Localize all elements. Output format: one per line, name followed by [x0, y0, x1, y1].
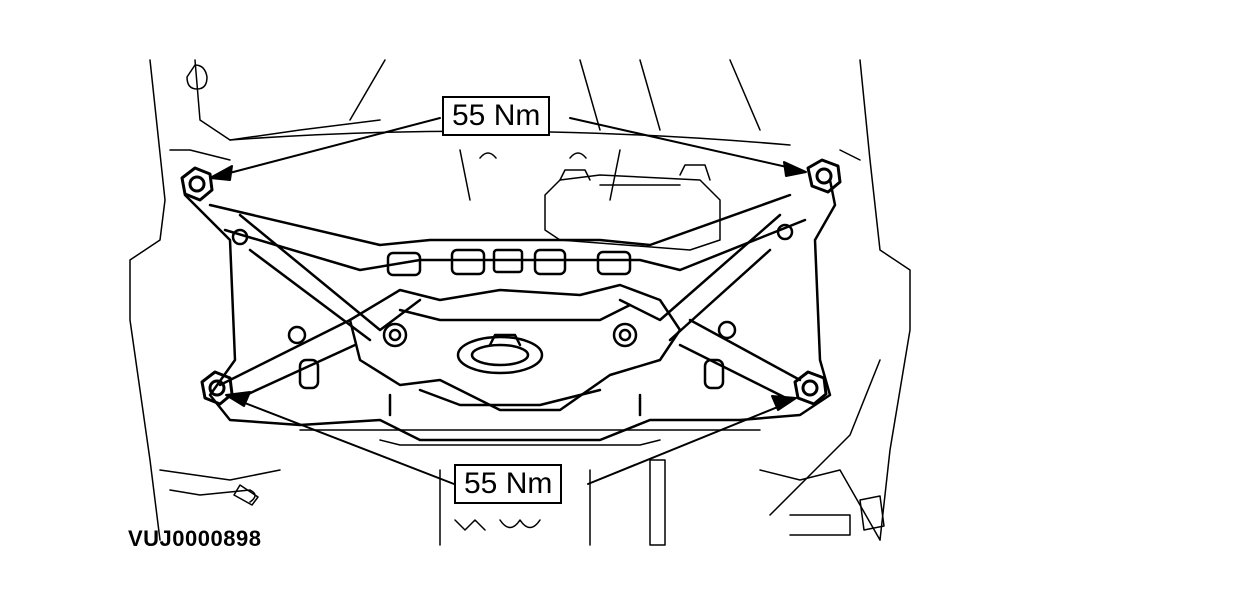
bolt-rear-left: [200, 370, 234, 406]
arrow-icon: [783, 161, 807, 177]
rear-subframe: [183, 178, 837, 442]
torque-leader-top: [209, 117, 807, 181]
bolt-front-left: [180, 166, 214, 202]
bolt-front-right: [806, 158, 842, 194]
arrow-icon: [771, 395, 797, 411]
torque-label-top: 55 Nm: [442, 96, 551, 136]
torque-label-bottom: 55 Nm: [454, 464, 563, 504]
bolt-rear-right: [793, 370, 828, 406]
arrow-icon: [209, 165, 233, 181]
torque-leader-bottom: [225, 391, 797, 485]
figure-reference-code: VUJ0000898: [128, 526, 262, 551]
arrow-icon: [225, 391, 251, 407]
